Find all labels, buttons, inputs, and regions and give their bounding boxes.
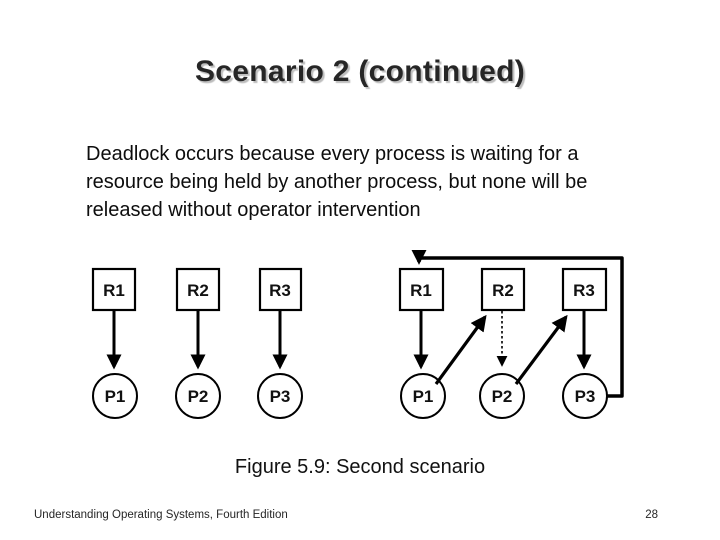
process-circle-p3 <box>257 373 303 419</box>
process-label-p2: P2 <box>492 387 513 406</box>
process-circle-p1 <box>400 373 446 419</box>
resource-label-r1: R1 <box>103 281 125 300</box>
footer-book-title: Understanding Operating Systems, Fourth … <box>34 509 288 521</box>
process-circle-p3 <box>562 373 608 419</box>
resource-label-r2: R2 <box>187 281 209 300</box>
process-label-p2: P2 <box>188 387 209 406</box>
resource-label-r3: R3 <box>573 281 595 300</box>
graph-right-deadlock: R1 R2 R3 P1 P2 P3 <box>398 250 624 419</box>
resource-box-r1 <box>91 267 137 312</box>
process-label-p3: P3 <box>575 387 596 406</box>
process-label-p3: P3 <box>270 387 291 406</box>
resource-box-r1 <box>398 267 445 312</box>
resource-label-r3: R3 <box>269 281 291 300</box>
resource-box-r2 <box>175 267 221 312</box>
figure-diagram: R1 R2 R3 P1 P2 P3 R1 R2 R3 <box>91 250 624 419</box>
resource-box-r3 <box>561 267 608 312</box>
graph-left-assignment: R1 R2 R3 P1 P2 P3 <box>91 267 303 419</box>
body-paragraph: Deadlock occurs because every process is… <box>86 143 588 221</box>
resource-box-r3 <box>258 267 303 312</box>
process-circle-p1 <box>92 373 138 419</box>
figure-caption: Figure 5.9: Second scenario <box>234 456 486 478</box>
process-circle-p2 <box>175 373 221 419</box>
process-label-p1: P1 <box>413 387 434 406</box>
process-circle-p2 <box>479 373 525 419</box>
page-number: 28 <box>645 509 658 521</box>
process-label-p1: P1 <box>105 387 126 406</box>
edge-p1-to-r2 <box>434 314 487 385</box>
resource-label-r1: R1 <box>410 281 432 300</box>
resource-label-r2: R2 <box>492 281 514 300</box>
page-title: Scenario 2 (continued) <box>195 55 525 88</box>
edge-p2-to-r3 <box>514 314 568 385</box>
resource-box-r2 <box>480 267 526 312</box>
edge-p3-to-r1 <box>410 250 624 398</box>
